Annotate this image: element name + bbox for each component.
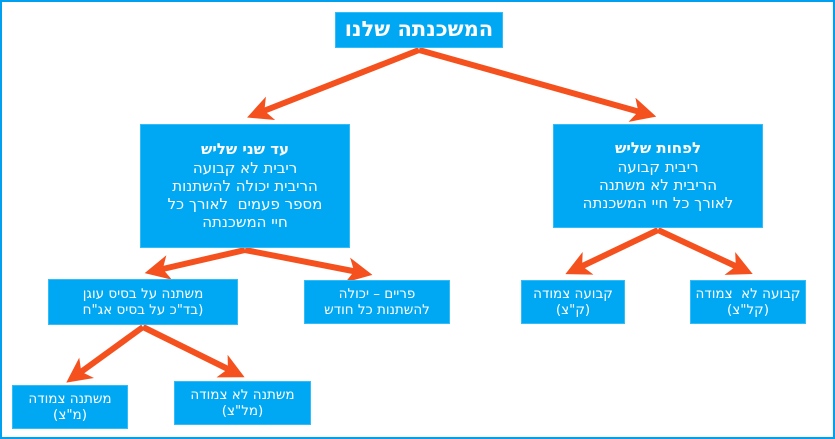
node-at-least-one-third-heading: לפחות שליש [614, 139, 702, 158]
edge-one-third-to-fixed-linked [565, 227, 660, 275]
node-variable-not-linked[interactable]: משתנה לא צמודה (מל"צ) [174, 381, 311, 425]
node-up-to-two-thirds[interactable]: עד שני שליש ריבית לא קבועה הריבית יכולה … [140, 124, 350, 248]
node-variable-index-linked[interactable]: משתנה צמודה (מ"צ) [12, 385, 128, 429]
node-up-to-two-thirds-line-4: חיי המשכנתה [202, 213, 288, 232]
node-fixed-not-linked-line-2: (קל"צ) [727, 302, 770, 318]
node-anchor-based-variable-line-1: משתנה על בסיס עוגן [82, 285, 204, 302]
node-fixed-index-linked[interactable]: קבועה צמודה (ק"צ) [521, 280, 625, 324]
node-at-least-one-third-line-3: לאורך כל חיי המשכנתה [582, 194, 734, 213]
edge-anchor-to-variable-unlinked [141, 324, 245, 378]
node-anchor-based-variable-line-2: (בד"כ על בסיס אג"ח [82, 302, 204, 318]
edge-anchor-to-variable-linked [66, 324, 145, 383]
edge-one-third-to-fixed-unlinked [656, 227, 753, 275]
node-up-to-two-thirds-line-1: ריבית לא קבועה [192, 158, 298, 177]
node-fixed-not-linked[interactable]: קבועה לא צמודה (קל"צ) [690, 280, 806, 324]
node-fixed-index-linked-line-1: קבועה צמודה [533, 285, 613, 302]
node-our-mortgage-heading: המשכנתה שלנו [344, 17, 494, 42]
node-fixed-index-linked-line-2: (ק"צ) [555, 302, 591, 318]
node-prime-rate-line-1: פריים – יכולה [338, 285, 416, 302]
node-prime-rate-line-2: להשתנות כל חודש [324, 302, 430, 318]
node-variable-index-linked-line-1: משתנה צמודה [28, 390, 112, 407]
edge-two-thirds-to-prime [244, 247, 373, 283]
node-variable-not-linked-line-2: (מל"צ) [221, 403, 264, 419]
node-variable-not-linked-line-1: משתנה לא צמודה [190, 386, 295, 403]
node-our-mortgage[interactable]: המשכנתה שלנו [335, 12, 503, 48]
node-up-to-two-thirds-line-3: מספר פעמים לאורך כל [167, 195, 323, 214]
node-up-to-two-thirds-line-2: הריבית יכולה להשתנות [172, 176, 318, 195]
node-anchor-based-variable[interactable]: משתנה על בסיס עוגן (בד"כ על בסיס אג"ח [48, 279, 238, 325]
edge-root-to-two-thirds [247, 47, 421, 121]
node-at-least-one-third-line-1: ריבית קבועה [617, 157, 699, 176]
node-up-to-two-thirds-heading: עד שני שליש [200, 140, 290, 159]
node-fixed-not-linked-line-1: קבועה לא צמודה [695, 285, 801, 302]
node-at-least-one-third-line-2: הריבית לא משתנה [598, 176, 718, 194]
edge-root-to-one-third [418, 47, 657, 122]
node-at-least-one-third[interactable]: לפחות שליש ריבית קבועה הריבית לא משתנה ל… [553, 124, 763, 228]
node-variable-index-linked-line-2: (מ"צ) [53, 407, 87, 423]
edge-two-thirds-to-anchor [144, 247, 246, 280]
node-prime-rate[interactable]: פריים – יכולה להשתנות כל חודש [304, 280, 450, 324]
